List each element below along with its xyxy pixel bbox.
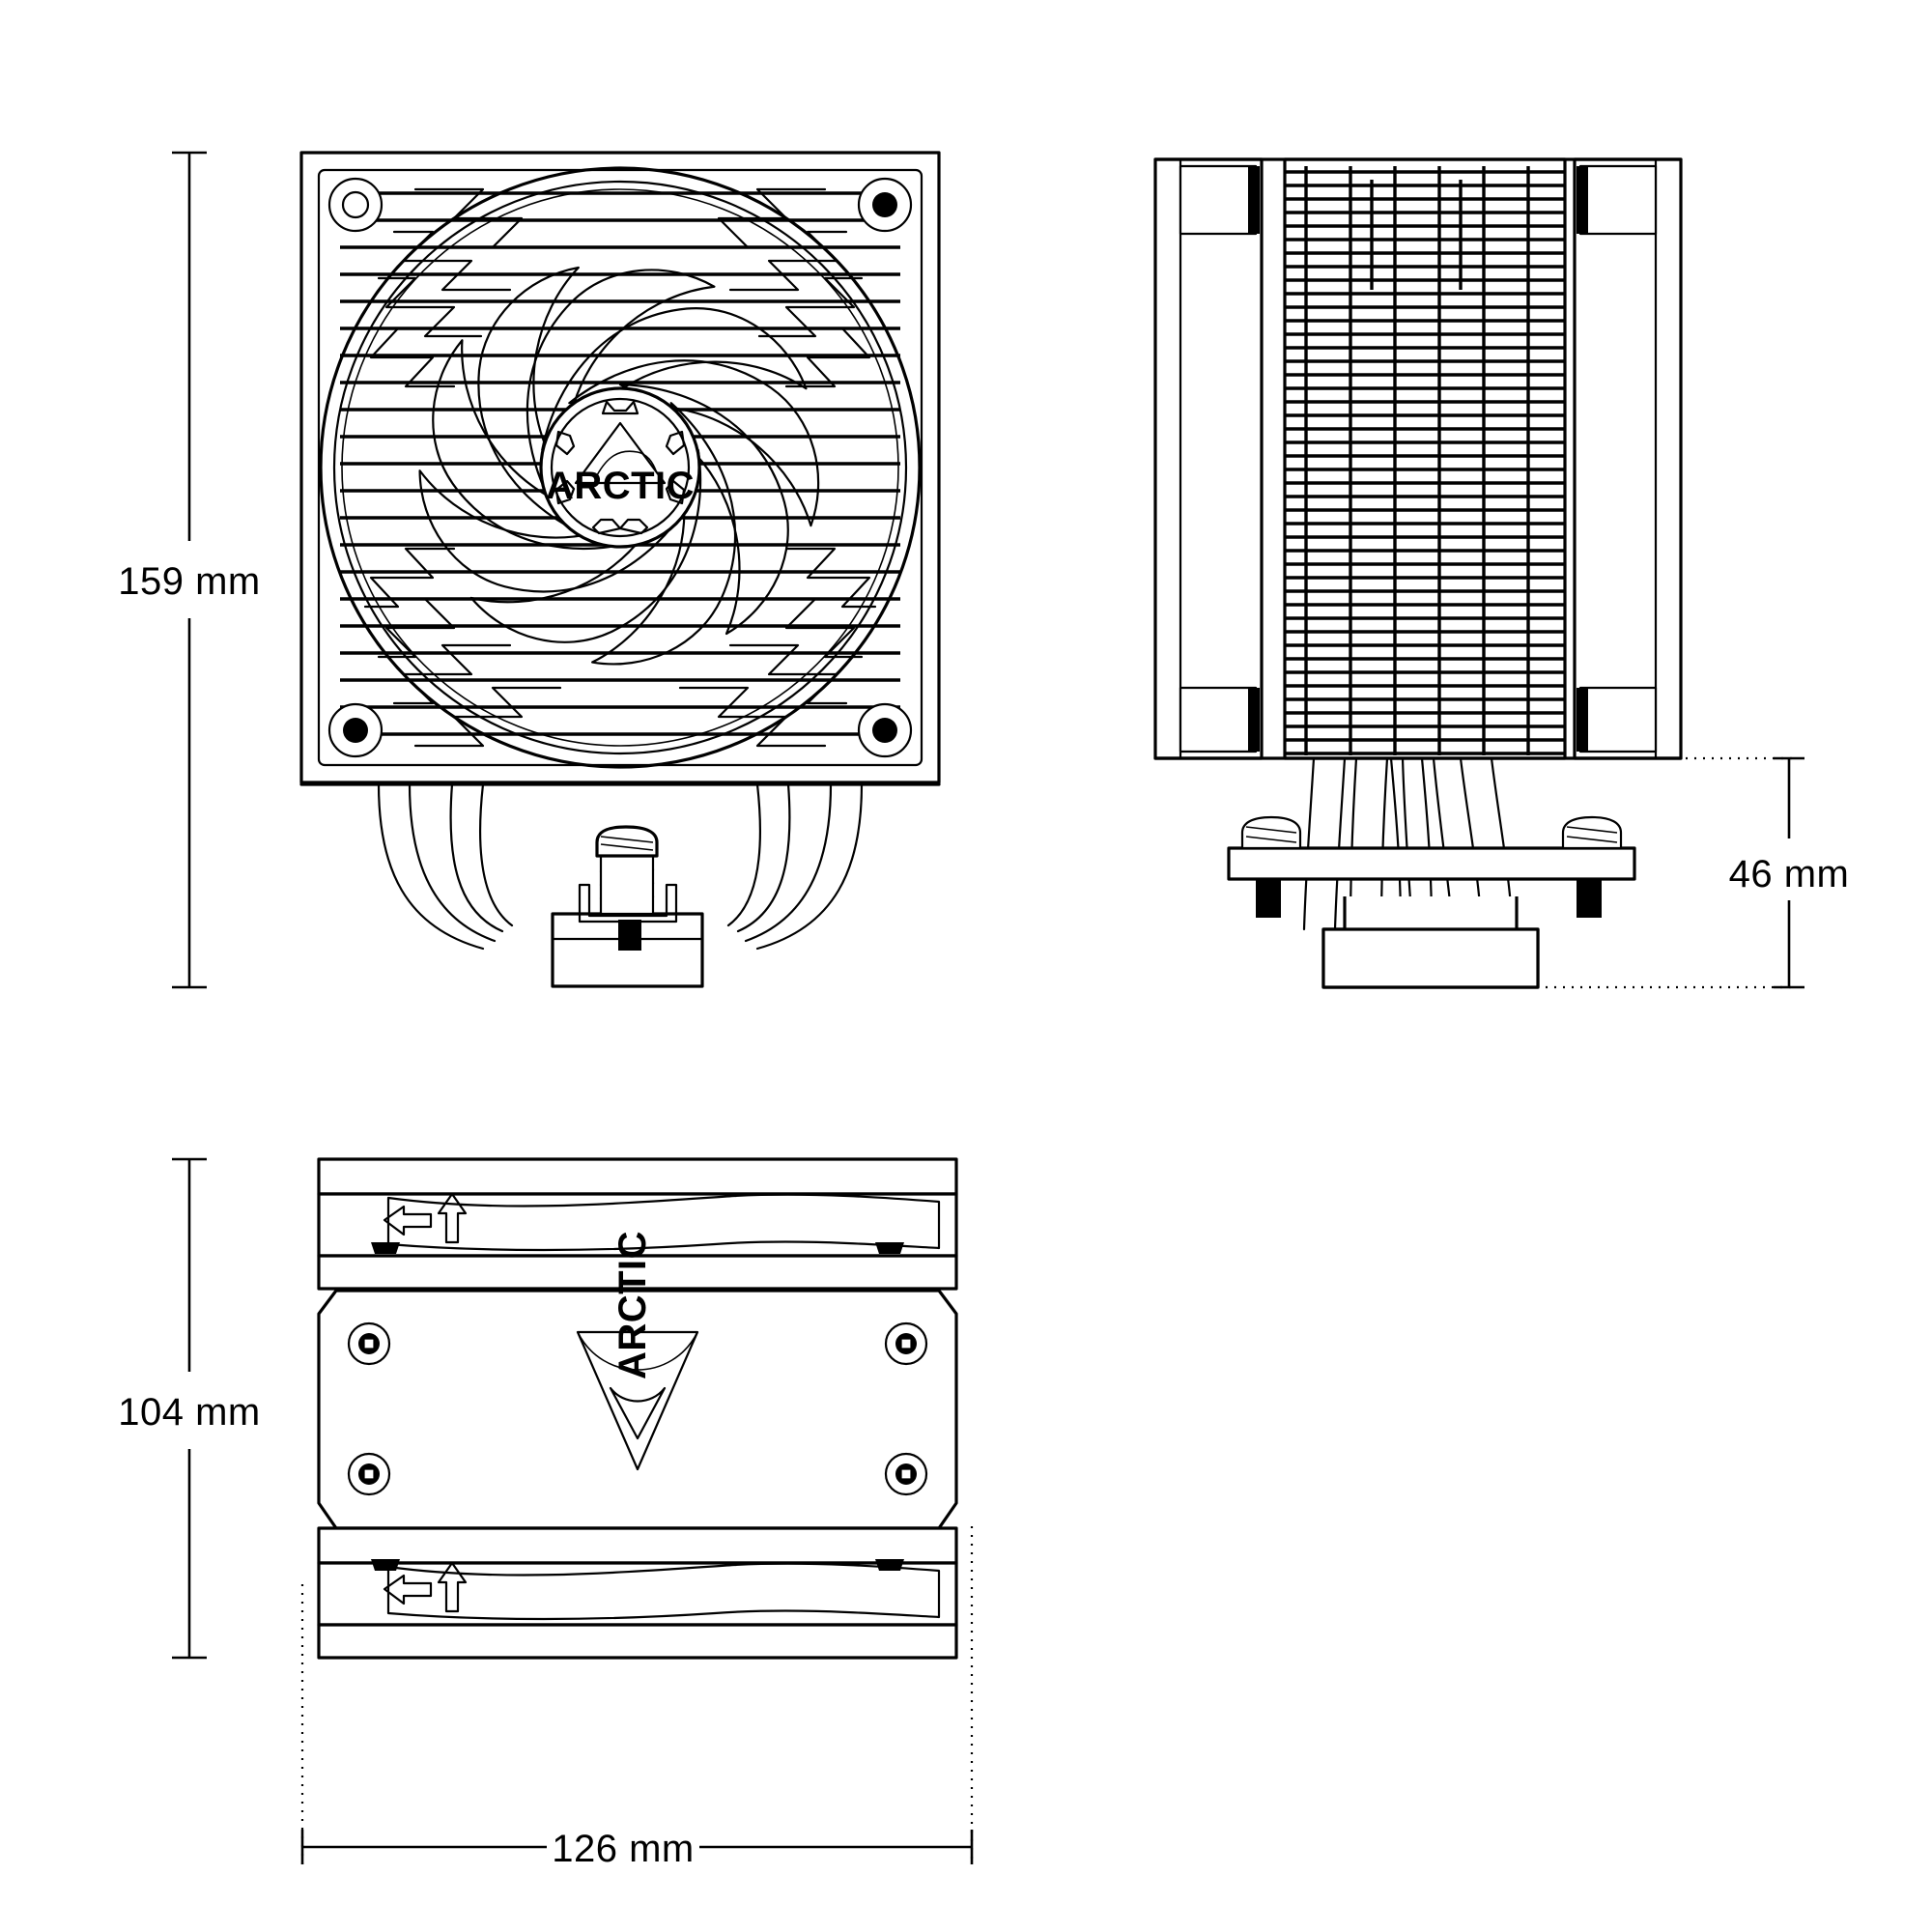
baseplate-screw-tl — [347, 1321, 391, 1366]
fan-screw-hole-bl — [327, 702, 384, 758]
airflow-arrows-top — [383, 1192, 468, 1244]
dimension-label-length: 104 mm — [118, 1391, 261, 1434]
baseplate-screw-br — [884, 1452, 928, 1496]
side-fan-frame-left — [1153, 157, 1264, 760]
dimension-length-104mm: 104 mm — [118, 1157, 261, 1660]
bracket-screw-left — [1240, 815, 1302, 918]
bracket-screw-right — [1561, 815, 1623, 918]
fan-screw-hole-tl — [327, 177, 384, 233]
bottom-view: ARCTIC — [317, 1157, 958, 1660]
side-mounting-bracket — [1227, 815, 1636, 918]
left-arrow-icon — [383, 1574, 433, 1605]
fan-shroud-ring — [319, 166, 922, 769]
dimension-label-height: 159 mm — [118, 560, 261, 603]
front-view: ARCTIC — [299, 151, 941, 988]
side-heatsink-fin-stack — [1283, 157, 1567, 760]
fan-corner-screw-holes — [327, 177, 913, 758]
side-base-plate — [1321, 896, 1540, 989]
up-arrow-icon — [437, 1561, 468, 1613]
baseplate-logo-text: ARCTIC — [611, 1231, 654, 1379]
fan-screw-hole-br — [857, 702, 913, 758]
front-heat-pipes — [377, 782, 864, 951]
side-fan-frame-right — [1573, 157, 1683, 760]
dimension-width-126mm: 126 mm — [300, 1526, 974, 1870]
airflow-arrows-bottom — [383, 1561, 468, 1613]
dimension-height-159mm: 159 mm — [118, 151, 261, 989]
baseplate-screw-bl — [347, 1452, 391, 1496]
hub-logo-text: ARCTIC — [546, 465, 695, 507]
fan-corner-chevrons — [363, 187, 877, 748]
front-mounting-base — [551, 825, 704, 988]
fan-screw-hole-tr — [857, 177, 913, 233]
up-arrow-icon — [437, 1192, 468, 1244]
fan-hub: ARCTIC — [539, 386, 701, 549]
bottom-fan-bar-top — [317, 1157, 958, 1291]
side-view — [1153, 157, 1683, 989]
baseplate-logo: ARCTIC — [576, 1231, 699, 1471]
dimension-label-width: 126 mm — [552, 1828, 695, 1870]
left-arrow-icon — [383, 1205, 433, 1236]
dimension-depth-46mm: 46 mm — [1546, 756, 1850, 989]
baseplate-screw-tr — [884, 1321, 928, 1366]
bottom-fan-bar-bottom — [317, 1526, 958, 1660]
dimension-label-depth: 46 mm — [1729, 853, 1850, 895]
